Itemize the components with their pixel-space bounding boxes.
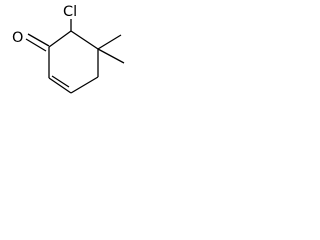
bond-c5-c6-outer bbox=[48, 77, 72, 94]
bond-c5-c6-inner bbox=[51, 75, 70, 88]
bond-c1-c2 bbox=[48, 30, 72, 48]
bond-c3-methyl-a bbox=[97, 34, 122, 50]
bond-c4-c5 bbox=[70, 76, 99, 94]
chemical-structure: Cl O bbox=[12, 4, 125, 94]
bond-c3-methyl-b bbox=[97, 48, 125, 64]
oxygen-atom-label: O bbox=[12, 30, 23, 46]
bond-c1-o-b bbox=[25, 38, 47, 52]
bond-c1-o-a bbox=[27, 33, 50, 47]
chlorine-atom-label: Cl bbox=[63, 4, 77, 20]
bond-c2-c3 bbox=[70, 30, 99, 50]
